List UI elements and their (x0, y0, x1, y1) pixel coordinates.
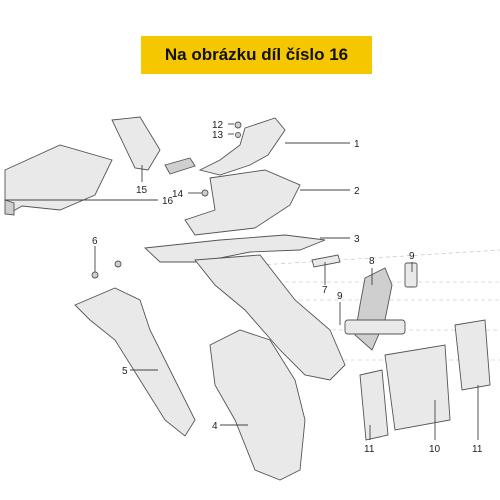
part-11-plate-left (359, 369, 389, 441)
part-1-grille (164, 157, 196, 175)
callout-11a: 11 (364, 444, 375, 455)
part-10-license-plate (384, 344, 451, 431)
part-16-tab (4, 199, 15, 216)
callout-8: 8 (369, 256, 375, 267)
leader-lines (5, 123, 479, 440)
part-15-cover (111, 116, 161, 171)
part-1-tail-cover (198, 117, 286, 176)
callout-5: 5 (122, 366, 128, 377)
part-12-screw-icon (234, 121, 242, 129)
part-16-side-cover (4, 144, 113, 215)
callout-15: 15 (136, 185, 148, 196)
part-6-screw-icon-2 (114, 260, 122, 268)
callout-4: 4 (212, 421, 218, 432)
callout-2: 2 (354, 186, 360, 197)
callout-12: 12 (212, 120, 224, 131)
part-2-grab-rail (184, 169, 301, 236)
callout-13: 13 (212, 130, 224, 141)
central-fender-body (194, 254, 346, 381)
part-11-plate-right (454, 319, 491, 391)
callout-numbers: 1 2 3 4 5 6 7 8 9 9 10 11 11 12 13 14 15… (92, 120, 483, 455)
part-8-plate-holder (354, 267, 393, 351)
part-5-mudguard-support (74, 287, 196, 437)
callout-9a: 9 (337, 291, 343, 302)
callout-7: 7 (322, 285, 328, 296)
callout-10: 10 (429, 444, 441, 455)
callout-16: 16 (162, 196, 174, 207)
callout-14: 14 (172, 189, 184, 200)
callout-9b: 9 (409, 251, 415, 262)
callout-11b: 11 (472, 444, 483, 455)
part-9-clip (404, 262, 418, 288)
part-14-nut-icon (201, 189, 209, 197)
part-7-gasket (311, 254, 341, 268)
highlight-banner: Na obrázku díl číslo 16 (141, 36, 372, 74)
part-13-washer-icon (235, 132, 241, 138)
part-6-screw-icon (91, 271, 99, 279)
part-3-rear-fairing (143, 234, 326, 263)
callout-6: 6 (92, 236, 98, 247)
callout-3: 3 (354, 234, 360, 245)
part-4-rear-fender (209, 329, 306, 481)
callout-1: 1 (354, 139, 360, 150)
part-9-reflector (344, 319, 406, 335)
